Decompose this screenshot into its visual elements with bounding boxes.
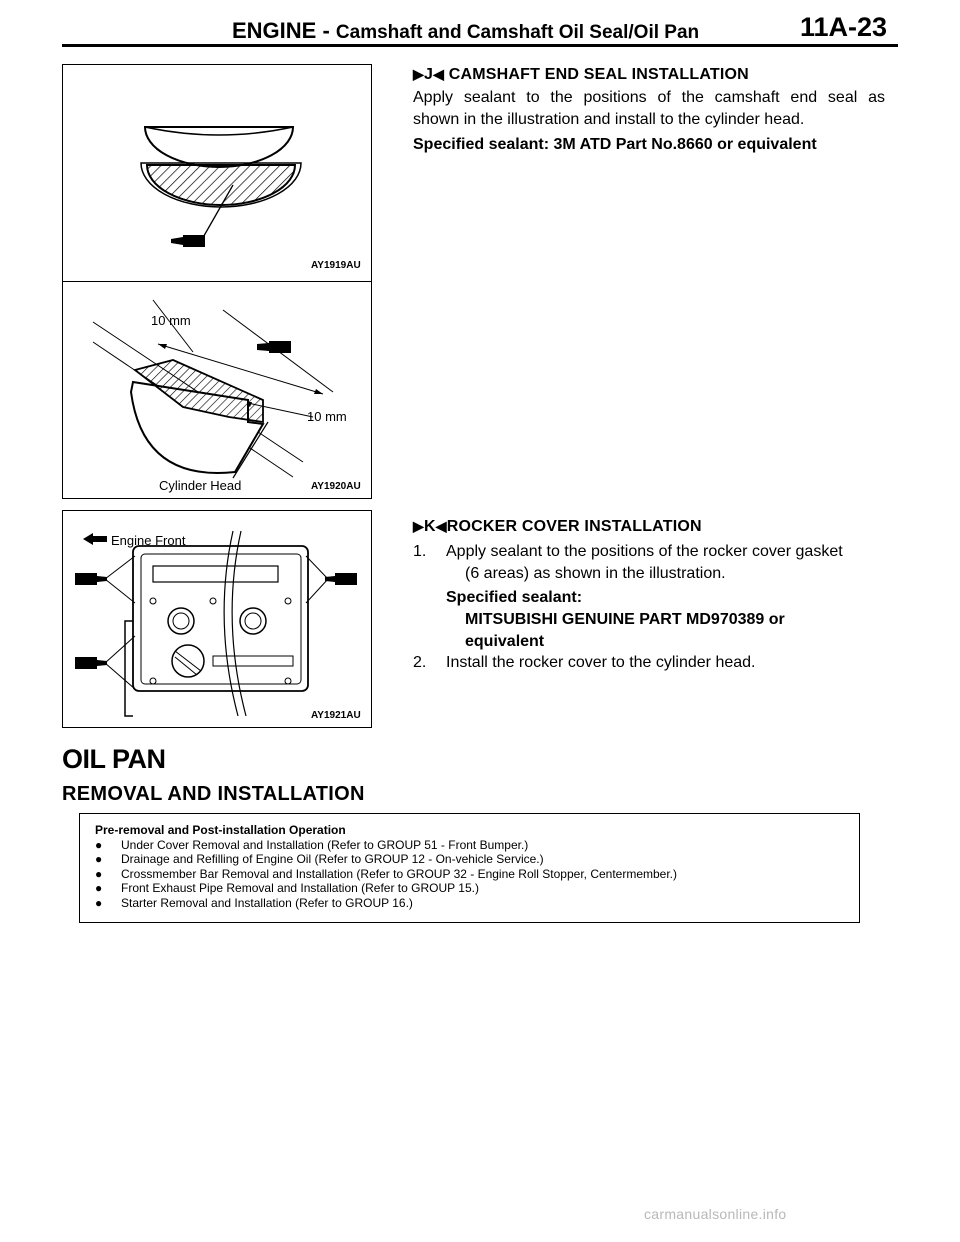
figure-cylinder-head: 10 mm 10 mm Cylinder Head AY1920AU <box>62 281 372 499</box>
section-j-line1: Apply sealant to the positions of the ca… <box>413 89 885 106</box>
section-k-heading: ▶K◀ROCKER COVER INSTALLATION <box>413 518 702 536</box>
bullet-icon: ● <box>95 837 103 852</box>
section-j-body: Apply sealant to the positions of the ca… <box>413 87 885 131</box>
list-item: ● Under Cover Removal and Installation (R… <box>95 838 844 853</box>
section-k-spec: Specified sealant: MITSUBISHI GENUINE PA… <box>446 587 785 653</box>
figure-camshaft-seal: AY1919AU <box>62 64 372 282</box>
step1-line2: (6 areas) as shown in the illustration. <box>465 565 726 582</box>
list-item-text: Starter Removal and Installation (Refer … <box>121 895 413 910</box>
figure-rocker-cover: Engine Front AY1921AU <box>62 510 372 728</box>
sealant-tube-icon <box>171 235 205 247</box>
list-item-text: Drainage and Refilling of Engine Oil (Re… <box>121 852 544 867</box>
step1-line1: Apply sealant to the positions of the ro… <box>446 543 843 560</box>
oil-pan-title: OIL PAN <box>62 744 166 774</box>
sealant-tube-icon <box>75 573 107 585</box>
sealant-tube-icon <box>75 657 107 669</box>
step1-number: 1. <box>413 543 427 560</box>
figure-code-ay1921au: AY1921AU <box>311 710 361 721</box>
list-item: ● Drainage and Refilling of Engine Oil (R… <box>95 852 844 867</box>
section-k-step1: 1. Apply sealant to the positions of the… <box>413 541 885 585</box>
spec-line2: equivalent <box>465 633 545 650</box>
page-header-title: ENGINE - Camshaft and Camshaft Oil Seal/… <box>232 18 699 44</box>
engine-front-label: Engine Front <box>111 533 186 548</box>
dimension-label-top: 10 mm <box>151 313 191 328</box>
section-j-heading: ▶J◀ CAMSHAFT END SEAL INSTALLATION <box>413 66 749 84</box>
header-title-main: ENGINE <box>232 18 317 43</box>
oil-pan-subtitle: REMOVAL AND INSTALLATION <box>62 783 365 805</box>
section-k-title: ROCKER COVER INSTALLATION <box>446 518 702 535</box>
sealant-tube-icon <box>325 573 357 585</box>
rocker-cover-drawing <box>75 530 357 717</box>
sealant-tube-icon <box>257 341 291 353</box>
watermark-link[interactable]: carmanualsonline.info <box>644 1206 787 1222</box>
spec-label: Specified sealant: <box>446 589 583 606</box>
figure-code-ay1920au: AY1920AU <box>311 481 361 492</box>
triangle-right-icon: ▶ <box>413 518 424 534</box>
triangle-left-icon: ◀ <box>433 66 445 82</box>
bullet-icon: ● <box>95 866 103 881</box>
section-j-line2: shown in the illustration and install to… <box>413 111 805 128</box>
list-item: ● Crossmember Bar Removal and Installatio… <box>95 867 844 882</box>
pre-removal-box: Pre-removal and Post-installation Operat… <box>79 813 860 923</box>
dimension-label-right: 10 mm <box>307 409 347 424</box>
bullet-icon: ● <box>95 895 103 910</box>
pre-removal-heading: Pre-removal and Post-installation Operat… <box>95 823 346 837</box>
list-item-text: Under Cover Removal and Installation (Re… <box>121 837 529 852</box>
section-k-step2: 2. Install the rocker cover to the cylin… <box>413 652 885 674</box>
bullet-icon: ● <box>95 852 103 867</box>
triangle-right-icon: ▶ <box>413 66 424 82</box>
cylinder-head-label: Cylinder Head <box>159 478 242 493</box>
header-title-separator: - <box>316 18 336 43</box>
header-title-sub: Camshaft and Camshaft Oil Seal/Oil Pan <box>335 22 700 43</box>
section-j-spec: Specified sealant: 3M ATD Part No.8660 o… <box>413 136 817 153</box>
arrow-left-icon <box>83 533 107 545</box>
step2-text: Install the rocker cover to the cylinder… <box>446 654 756 671</box>
step2-number: 2. <box>413 654 427 671</box>
header-rule <box>62 44 898 47</box>
list-item: ● Starter Removal and Installation (Refer… <box>95 896 844 911</box>
page-number: 11A-23 <box>800 12 888 42</box>
figure-code-ay1919au: AY1919AU <box>311 260 361 271</box>
cylinder-head-drawing <box>92 299 334 479</box>
section-j-marker: J <box>423 66 434 83</box>
list-item-text: Crossmember Bar Removal and Installation… <box>121 866 678 881</box>
bullet-icon: ● <box>95 881 103 896</box>
list-item: ● Front Exhaust Pipe Removal and Installa… <box>95 881 844 896</box>
camshaft-seal-drawing <box>140 126 302 247</box>
triangle-left-icon: ◀ <box>435 518 447 534</box>
section-k-marker: K <box>423 518 436 535</box>
list-item-text: Front Exhaust Pipe Removal and Installat… <box>121 881 479 896</box>
section-j-title: CAMSHAFT END SEAL INSTALLATION <box>448 66 749 83</box>
spec-line1: MITSUBISHI GENUINE PART MD970389 or <box>465 611 785 628</box>
